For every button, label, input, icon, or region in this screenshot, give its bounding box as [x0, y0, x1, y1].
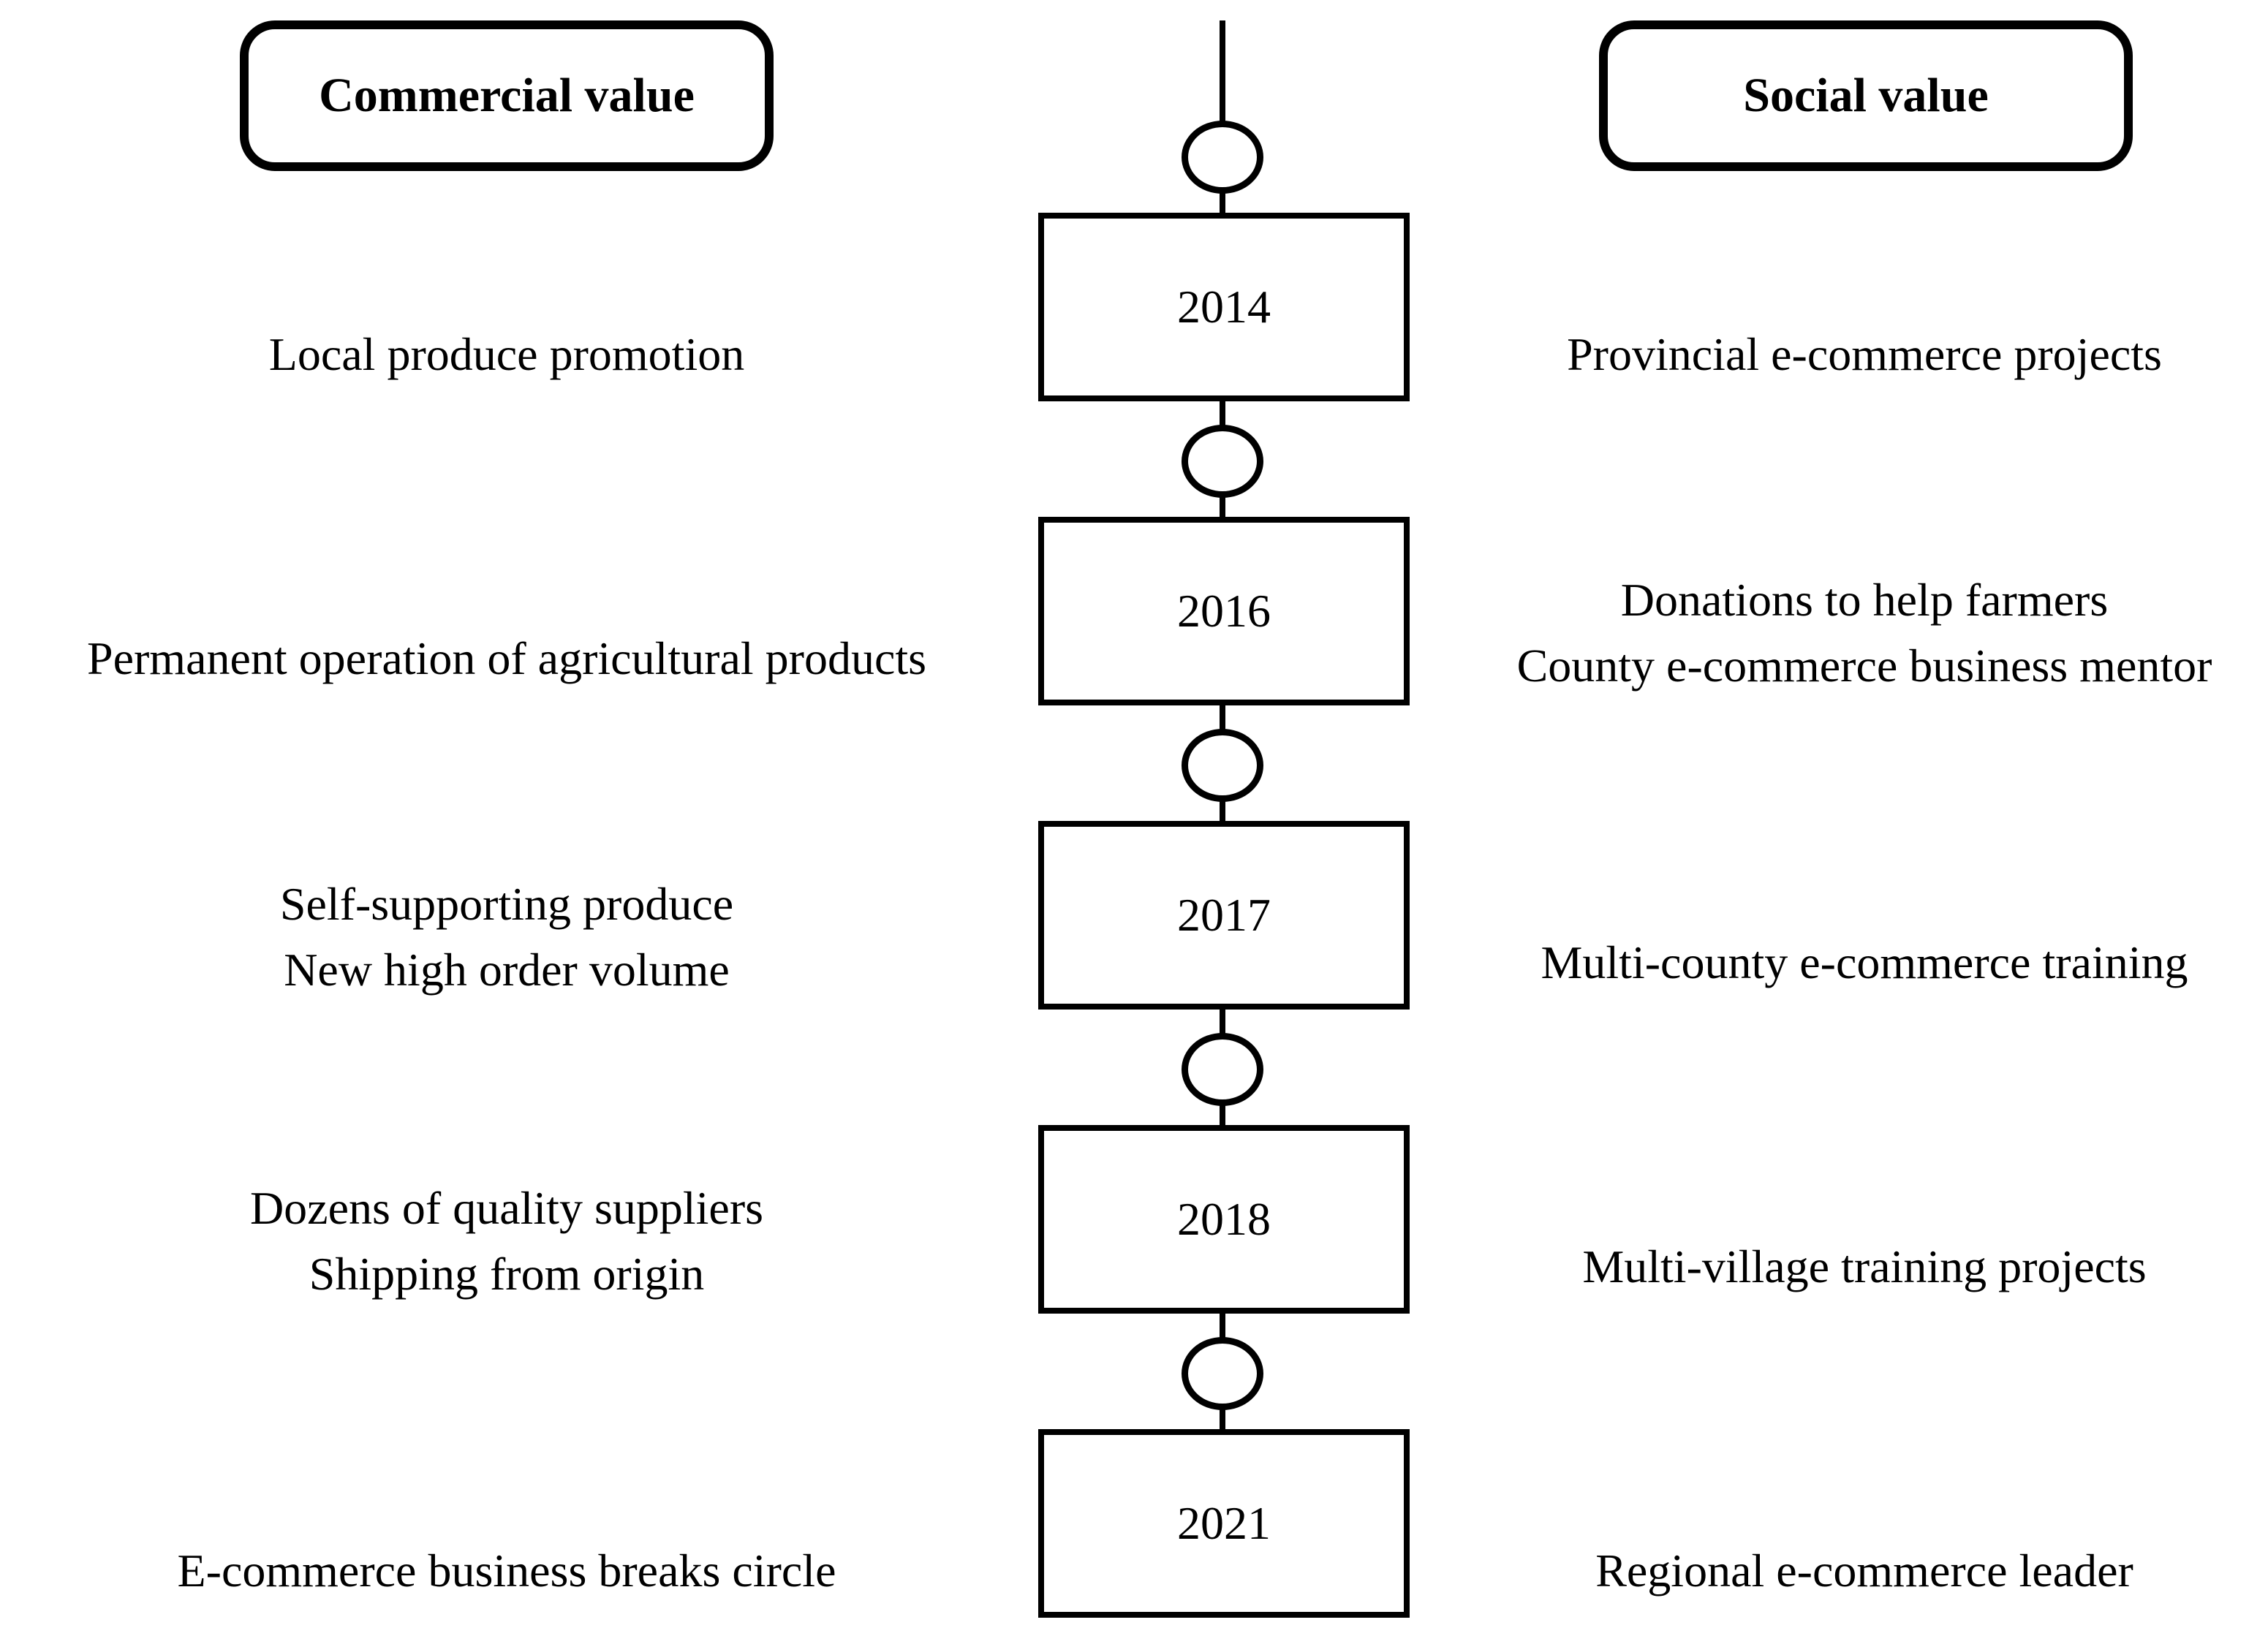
timeline-node-circle	[1182, 1337, 1263, 1410]
header-social-value: Social value	[1599, 20, 2133, 171]
header-social-label: Social value	[1743, 69, 1989, 122]
timeline-node-circle	[1182, 121, 1263, 194]
timeline-node-circle	[1182, 425, 1263, 498]
timeline-spine-line	[1220, 20, 1225, 1616]
commercial-text-2018: Dozens of quality suppliers Shipping fro…	[249, 1182, 764, 1300]
timeline-node-circle	[1182, 729, 1263, 802]
year-box-2014: 2014	[1038, 213, 1410, 401]
header-commercial-label: Commercial value	[319, 69, 695, 122]
year-label: 2016	[1177, 585, 1271, 637]
year-label: 2021	[1177, 1497, 1271, 1549]
year-label: 2018	[1177, 1193, 1271, 1245]
year-box-2017: 2017	[1038, 821, 1410, 1010]
year-label: 2014	[1177, 281, 1271, 333]
timeline-node-circle	[1182, 1033, 1263, 1106]
year-label: 2017	[1177, 889, 1271, 941]
year-box-2021: 2021	[1038, 1429, 1410, 1618]
commercial-text-2014: Local produce promotion	[268, 328, 745, 380]
social-text-2018: Multi-village training projects	[1582, 1241, 2147, 1292]
social-text-2014: Provincial e-commerce projects	[1567, 328, 2162, 380]
social-text-2017: Multi-county e-commerce training	[1541, 936, 2188, 988]
commercial-text-2017: Self-supporting produce New high order v…	[279, 878, 734, 996]
header-commercial-value: Commercial value	[240, 20, 774, 171]
year-box-2018: 2018	[1038, 1125, 1410, 1314]
year-box-2016: 2016	[1038, 517, 1410, 705]
social-text-2016: Donations to help farmers County e-comme…	[1516, 574, 2212, 692]
social-text-2021: Regional e-commerce leader	[1595, 1545, 2133, 1597]
commercial-text-2016: Permanent operation of agricultural prod…	[86, 632, 927, 684]
commercial-text-2021: E-commerce business breaks circle	[177, 1545, 836, 1597]
